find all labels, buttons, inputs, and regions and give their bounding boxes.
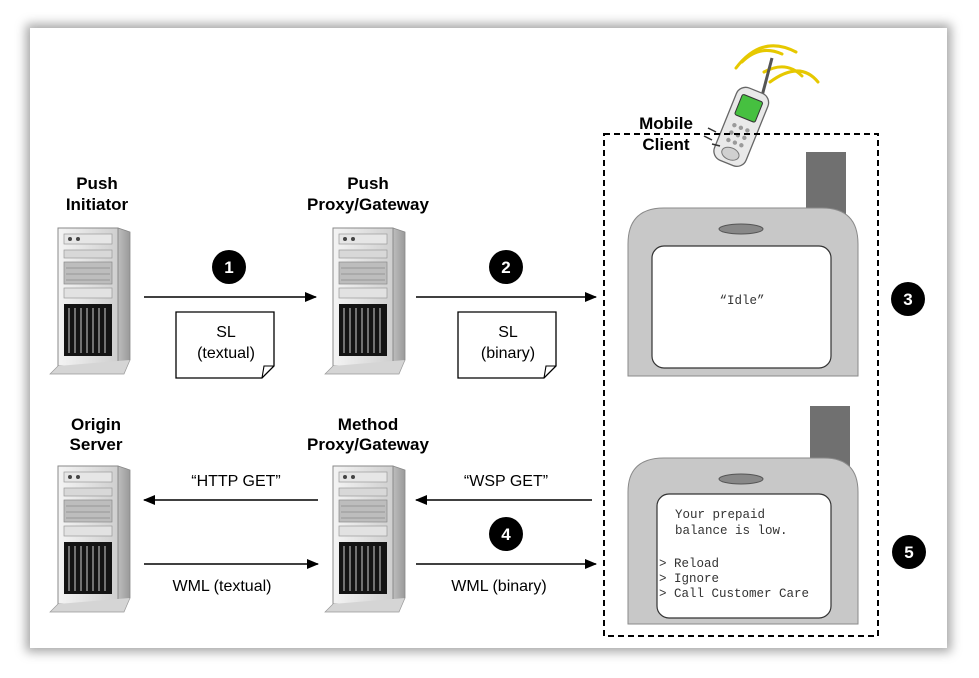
svg-text:4: 4 bbox=[501, 525, 511, 544]
phone-screen bbox=[656, 493, 832, 619]
step-badge-3: 3 bbox=[891, 282, 925, 316]
menu-item-call-customer-care: > Call Customer Care bbox=[659, 587, 809, 601]
menu-item-ignore: > Ignore bbox=[659, 572, 719, 586]
document-icon bbox=[175, 311, 275, 379]
svg-text:5: 5 bbox=[904, 543, 913, 562]
svg-text:1: 1 bbox=[224, 258, 233, 277]
sl-textual-line-1: SL bbox=[216, 324, 236, 341]
mobile-client-boundary bbox=[603, 133, 879, 637]
push-proxy-label-1: Push bbox=[347, 174, 389, 193]
push-initiator-label-1: Push bbox=[76, 174, 118, 193]
menu-item-reload: > Reload bbox=[659, 557, 719, 571]
push-proxy-label-2: Proxy/Gateway bbox=[307, 195, 429, 214]
step-badge-1: 1 bbox=[212, 250, 246, 284]
server-icon bbox=[49, 465, 131, 613]
svg-text:3: 3 bbox=[903, 290, 912, 309]
mobile-client-label-2: Client bbox=[642, 135, 690, 154]
http-get-label: “HTTP GET” bbox=[191, 473, 280, 490]
wml-textual-label: WML (textual) bbox=[173, 578, 272, 595]
origin-server-label-2: Server bbox=[70, 435, 123, 454]
idle-screen-text: “Idle” bbox=[719, 294, 764, 308]
server-icon bbox=[49, 227, 131, 375]
server-icon bbox=[324, 227, 406, 375]
sl-binary-line-2: (binary) bbox=[481, 345, 535, 362]
svg-text:2: 2 bbox=[501, 258, 510, 277]
sl-textual-line-2: (textual) bbox=[197, 345, 255, 362]
step-badge-5: 5 bbox=[892, 535, 926, 569]
phone-speaker bbox=[718, 473, 764, 485]
method-proxy-label-2: Proxy/Gateway bbox=[307, 435, 429, 454]
origin-server-label-1: Origin bbox=[71, 415, 121, 434]
screen-line-2: balance is low. bbox=[675, 524, 788, 538]
push-initiator-label-2: Initiator bbox=[66, 195, 129, 214]
phone-antenna bbox=[810, 406, 850, 466]
phone-screen bbox=[651, 245, 832, 369]
document-icon bbox=[457, 311, 557, 379]
phone-top: “Idle” bbox=[627, 152, 859, 377]
step-badge-4: 4 bbox=[489, 517, 523, 551]
server-icon bbox=[324, 465, 406, 613]
wsp-get-label: “WSP GET” bbox=[464, 473, 548, 490]
phone-speaker bbox=[718, 223, 764, 235]
wml-binary-label: WML (binary) bbox=[451, 578, 546, 595]
handset-icon bbox=[703, 44, 820, 168]
phone-bottom: Your prepaid balance is low. > Reload > … bbox=[627, 406, 859, 625]
phone-antenna bbox=[806, 152, 846, 216]
mobile-client-label-1: Mobile bbox=[639, 114, 693, 133]
method-proxy-label-1: Method bbox=[338, 415, 398, 434]
sl-binary-line-1: SL bbox=[498, 324, 518, 341]
screen-line-1: Your prepaid bbox=[675, 508, 765, 522]
step-badge-2: 2 bbox=[489, 250, 523, 284]
